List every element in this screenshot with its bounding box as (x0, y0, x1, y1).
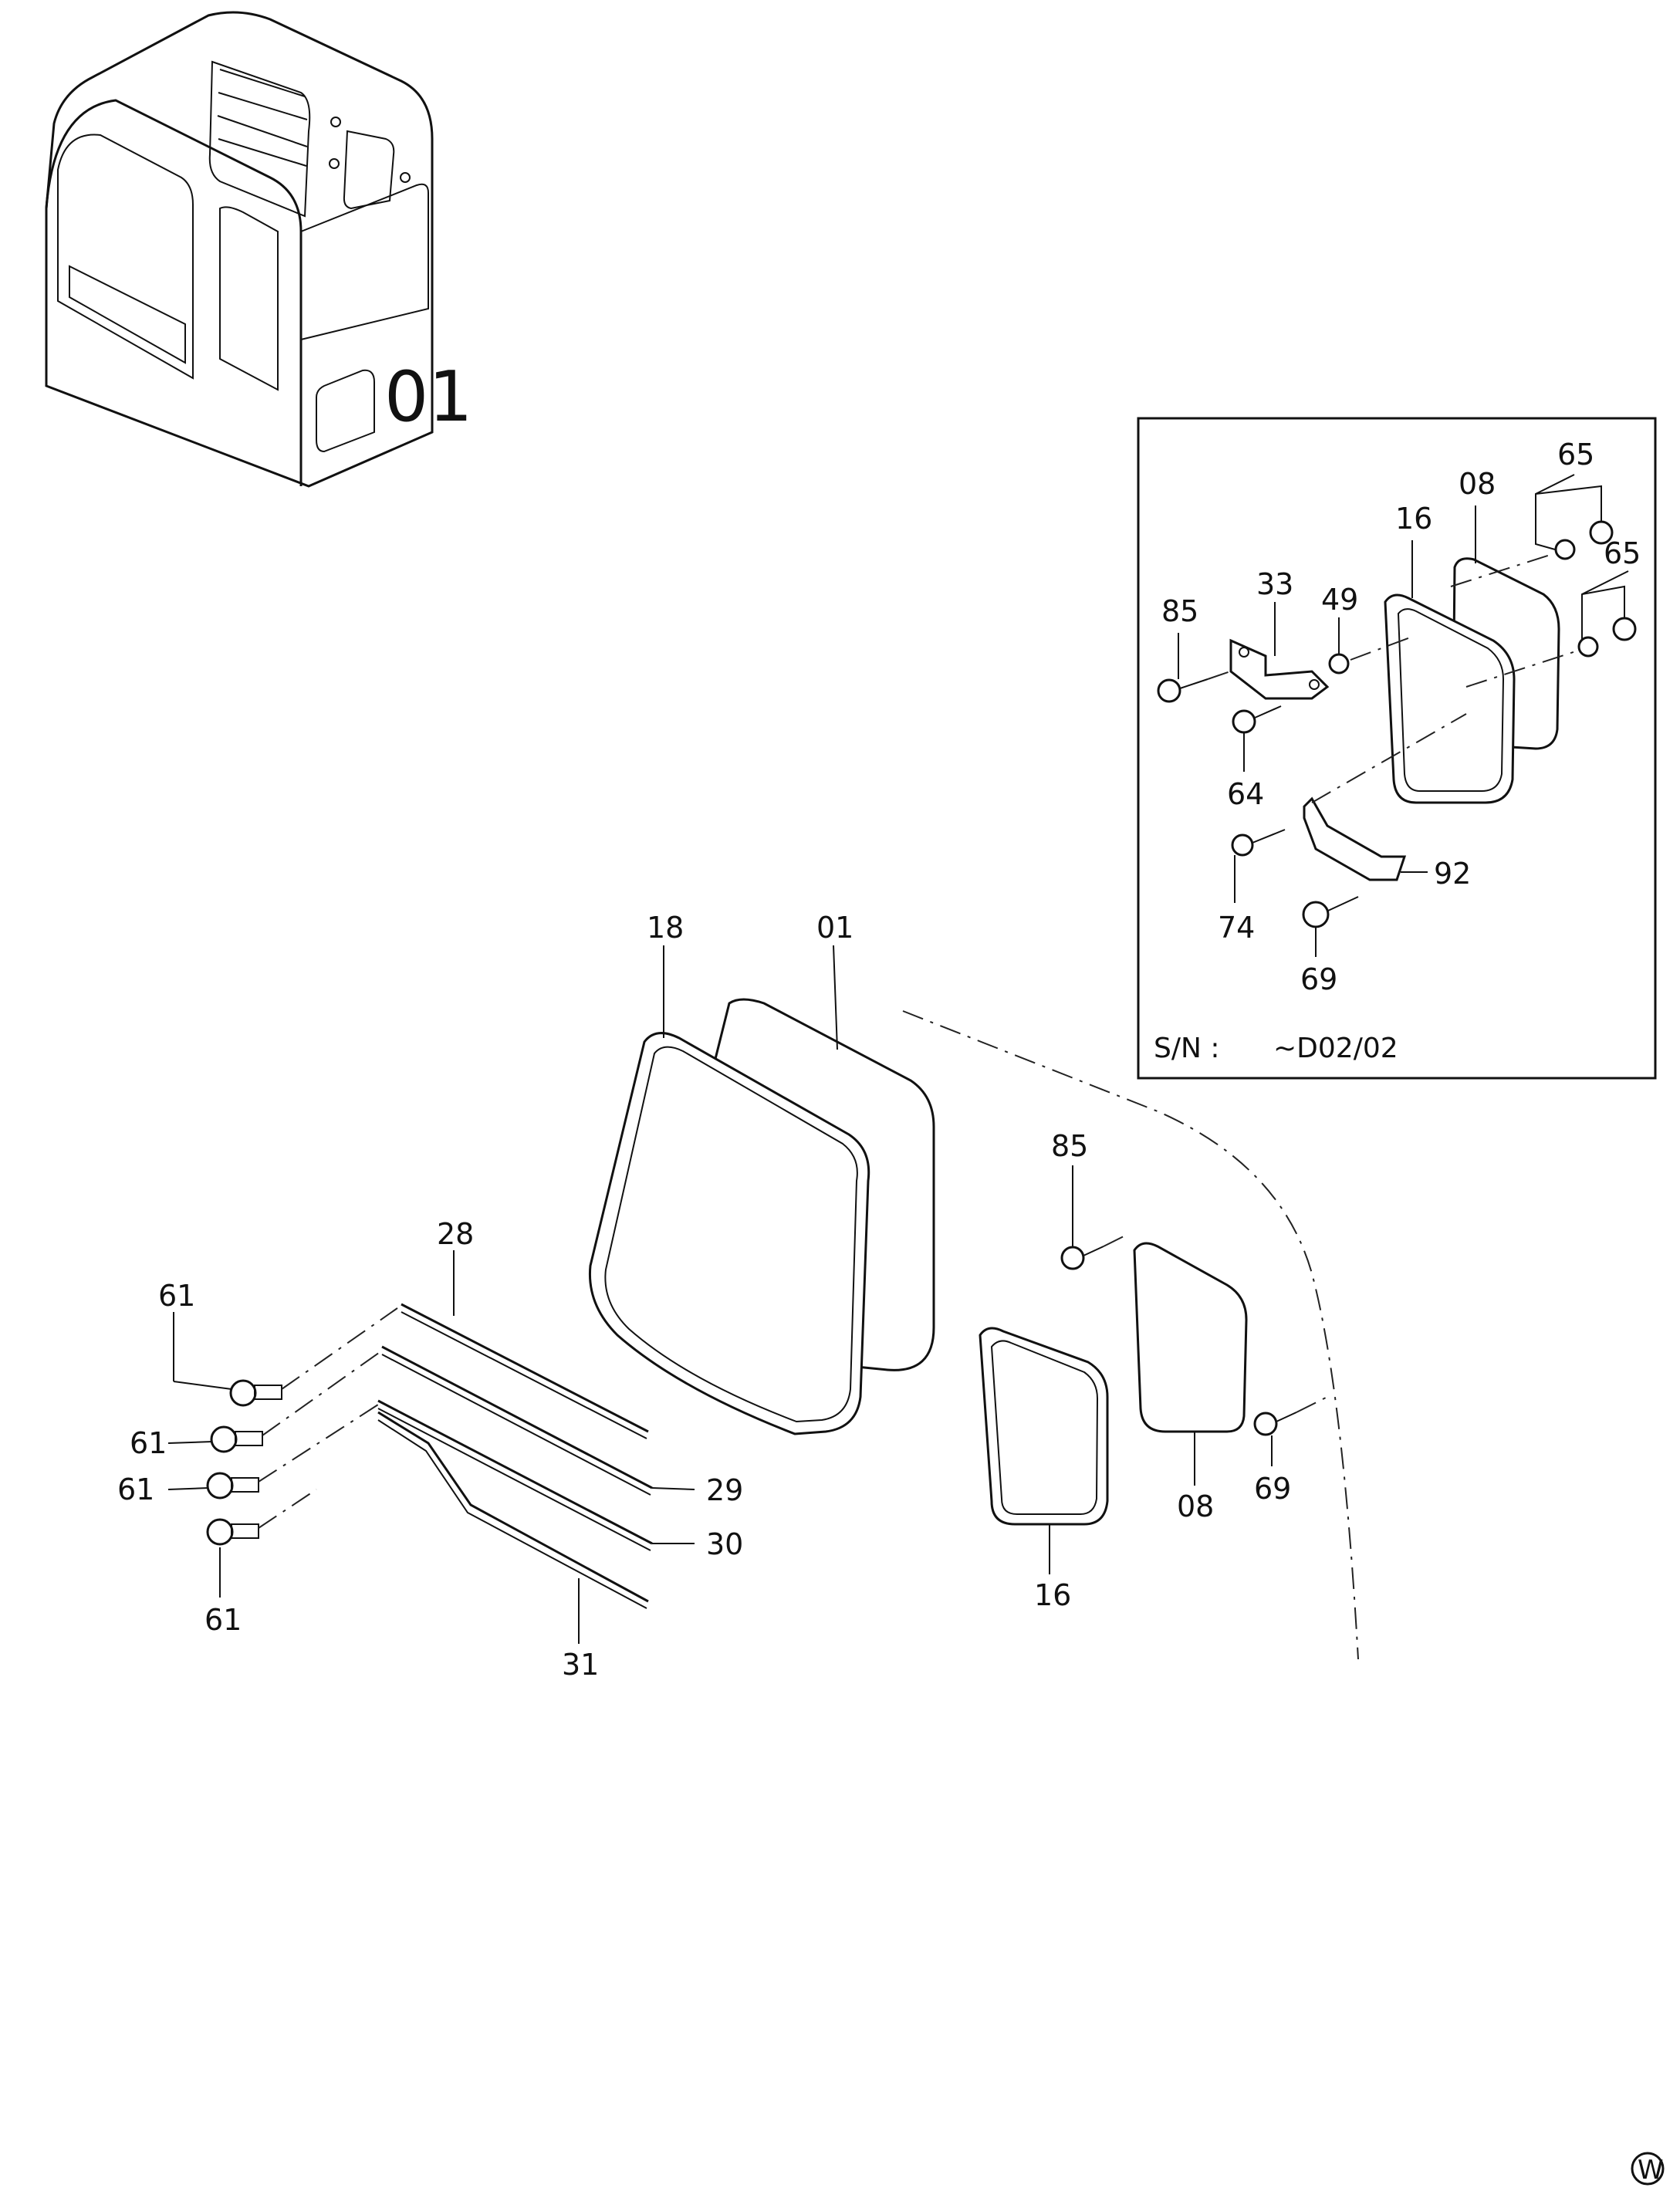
callout-61-b: 61 (130, 1426, 167, 1460)
callout-61-a: 61 (158, 1279, 195, 1313)
nut-65-d (1612, 617, 1637, 641)
inset-callout-65-b: 65 (1604, 536, 1641, 570)
inset-callout-65-a: 65 (1557, 438, 1594, 472)
bolt-61-b (210, 1350, 383, 1453)
nut-65-c (1577, 636, 1599, 658)
stay-31 (377, 1411, 649, 1609)
inset-callout-33: 33 (1256, 567, 1293, 601)
corner-mark: W (1631, 2152, 1665, 2186)
stay-28 (401, 1303, 649, 1439)
serial-number-label: S/N : (1154, 1033, 1219, 1064)
callout-28: 28 (437, 1217, 474, 1251)
inset-callout-69: 69 (1300, 962, 1337, 996)
screw-74 (1231, 833, 1254, 857)
inset-bolt-69 (1302, 901, 1330, 928)
cab-overview: 01 (45, 11, 473, 488)
stay-30 (377, 1399, 653, 1551)
overview-number-mark: 01 (384, 357, 473, 438)
bolt-61-d (206, 1489, 317, 1546)
callout-01: 01 (816, 911, 854, 945)
main-callouts: 18 01 28 61 61 61 61 29 30 31 85 16 08 6… (117, 911, 1291, 1682)
seal-18 (588, 1032, 870, 1435)
corner-mark-letter: W (1638, 2155, 1664, 2186)
inset-callout-85: 85 (1161, 594, 1198, 628)
inset-bolt-85 (1157, 678, 1181, 703)
washer-49 (1328, 653, 1350, 675)
inset-seal-16 (1384, 593, 1516, 804)
bolt-69-main (1253, 1396, 1328, 1436)
callout-16: 16 (1034, 1578, 1071, 1612)
callout-30: 30 (706, 1527, 743, 1561)
bolt-61-a (229, 1307, 398, 1407)
callout-18: 18 (647, 911, 684, 945)
callout-29: 29 (706, 1473, 743, 1507)
callout-69: 69 (1254, 1472, 1291, 1506)
bolt-61-c (206, 1404, 379, 1500)
inset-callout-49: 49 (1321, 583, 1358, 617)
callout-61-d: 61 (205, 1603, 242, 1637)
stay-29 (381, 1345, 653, 1496)
glass-08 (1133, 1242, 1248, 1433)
seal-16 (979, 1327, 1109, 1526)
bolt-85-main (1060, 1234, 1127, 1270)
main-exploded-view (206, 998, 1359, 1660)
bracket-33 (1229, 638, 1330, 700)
callout-85: 85 (1051, 1129, 1088, 1163)
inset-callout-64: 64 (1227, 777, 1264, 811)
inset-callout-92: 92 (1434, 857, 1471, 891)
callout-08: 08 (1177, 1489, 1214, 1523)
inset-detail-box: 85 33 49 16 08 65 65 64 74 92 69 S/N : ~… (1137, 417, 1657, 1080)
inset-callout-74: 74 (1218, 911, 1255, 945)
inset-callout-08: 08 (1459, 467, 1496, 501)
inset-callout-16: 16 (1395, 502, 1432, 536)
main-leaders (167, 945, 1273, 1644)
bolt-64 (1232, 709, 1256, 734)
serial-number-value: ~D02/02 (1273, 1033, 1398, 1064)
callout-61-c: 61 (117, 1473, 154, 1506)
callout-31: 31 (562, 1648, 599, 1682)
nut-65-a (1554, 539, 1576, 560)
bracket-92 (1303, 796, 1407, 881)
